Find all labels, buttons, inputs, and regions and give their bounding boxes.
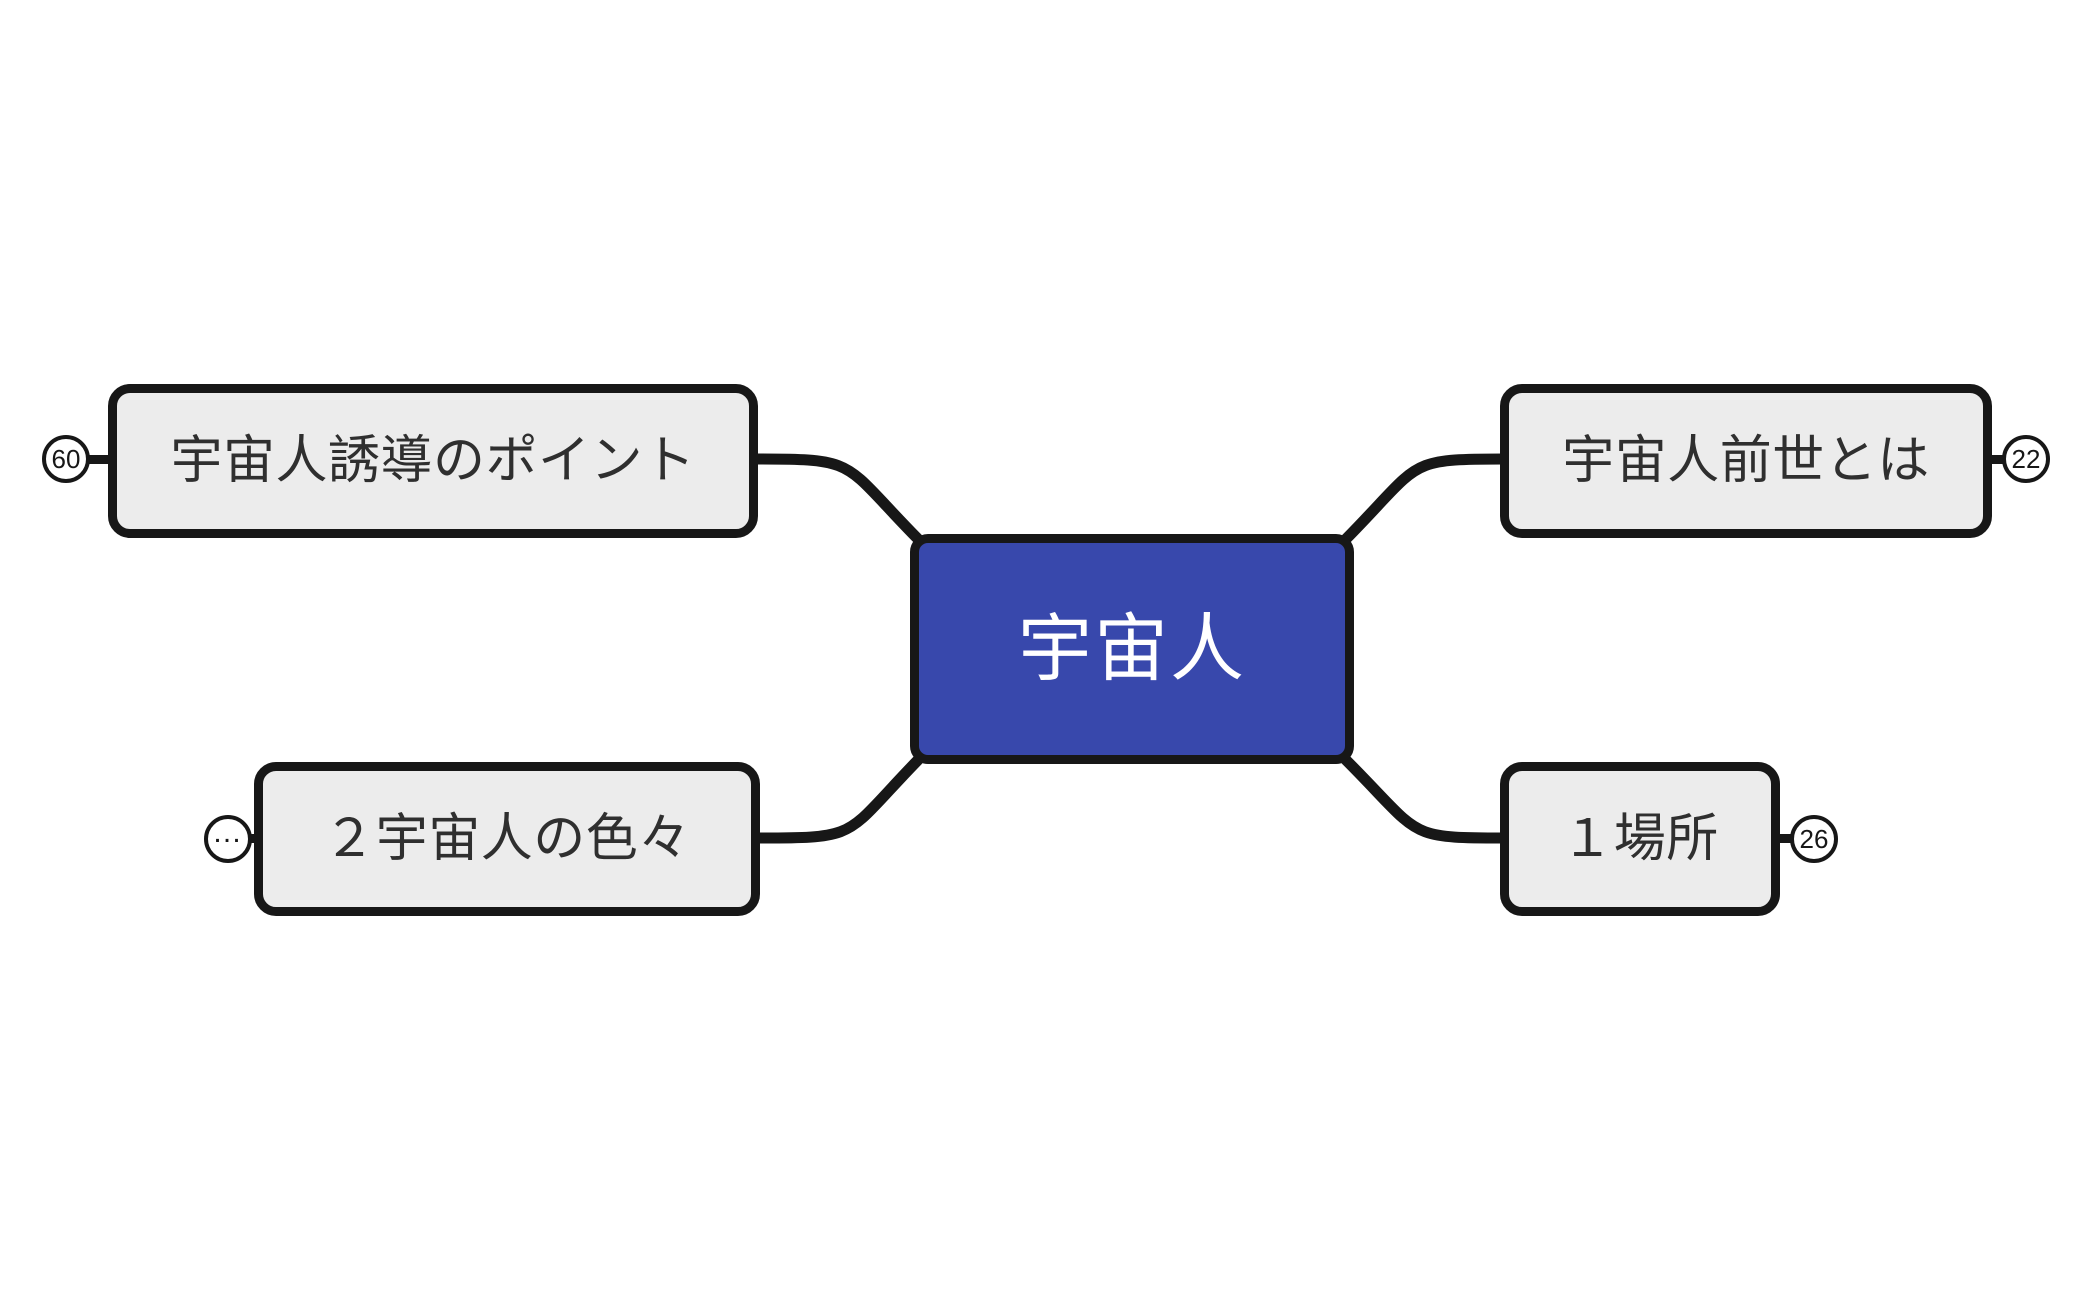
edge-root-to-bottom-left xyxy=(754,754,924,844)
branch-node-top-right-label: 宇宙人前世とは xyxy=(1562,432,1930,490)
collapse-badge-top-right[interactable]: 22 xyxy=(2002,435,2050,483)
branch-node-top-left[interactable]: 宇宙人誘導のポイント xyxy=(108,384,758,538)
branch-node-top-left-label: 宇宙人誘導のポイント xyxy=(170,432,696,490)
collapse-badge-bottom-right[interactable]: 26 xyxy=(1790,815,1838,863)
badge-stub-top-right xyxy=(1986,455,2008,464)
edge-root-to-top-right xyxy=(1340,453,1510,545)
branch-node-bottom-left[interactable]: ２宇宙人の色々 xyxy=(254,762,760,916)
root-node[interactable]: 宇宙人 xyxy=(910,534,1354,764)
edge-root-to-bottom-right xyxy=(1340,754,1510,844)
badge-stub-top-left xyxy=(88,455,114,464)
branch-node-bottom-right[interactable]: １場所 xyxy=(1500,762,1780,916)
branch-node-top-right[interactable]: 宇宙人前世とは xyxy=(1500,384,1992,538)
branch-node-bottom-left-label: ２宇宙人の色々 xyxy=(323,810,691,868)
collapse-badge-top-left[interactable]: 60 xyxy=(42,435,90,483)
branch-node-bottom-right-label: １場所 xyxy=(1561,810,1719,868)
edge-root-to-top-left xyxy=(752,453,924,545)
root-node-label: 宇宙人 xyxy=(1018,607,1246,690)
badge-stub-bottom-right xyxy=(1774,834,1796,843)
collapse-badge-bottom-left[interactable]: … xyxy=(204,815,252,863)
